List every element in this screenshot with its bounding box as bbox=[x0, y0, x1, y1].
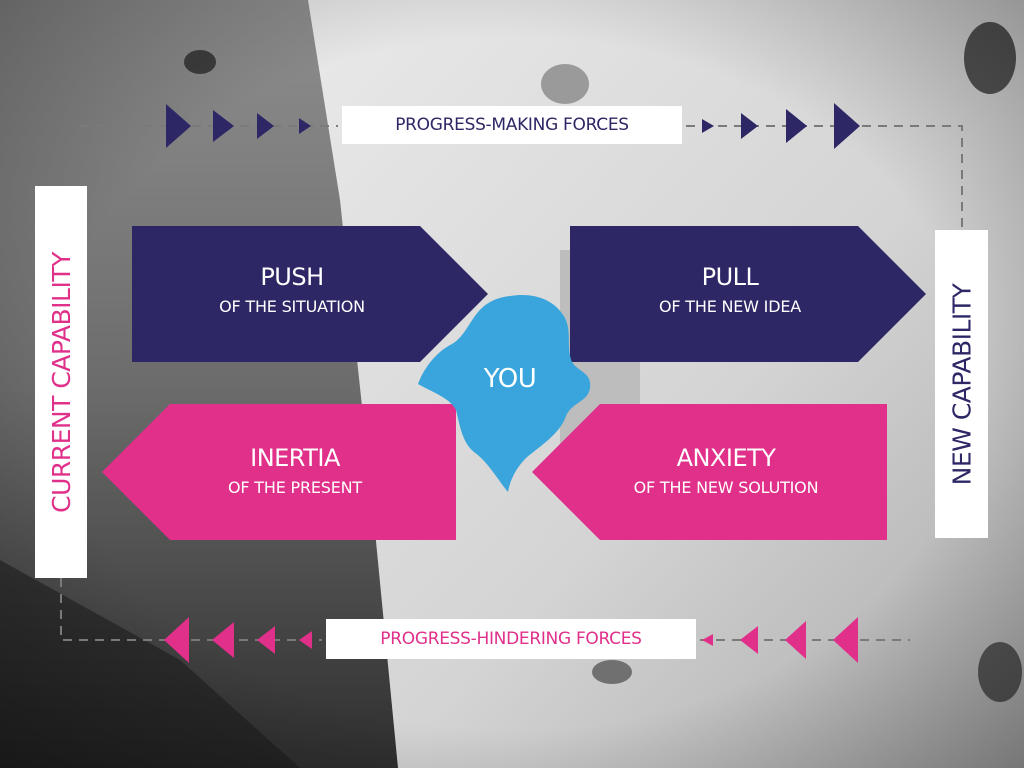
new-capability-box: NEW CAPABILITY bbox=[935, 230, 988, 538]
progress-hindering-forces-label: PROGRESS-HINDERING FORCES bbox=[326, 619, 696, 659]
current-capability-label: CURRENT CAPABILITY bbox=[46, 251, 76, 513]
progress-making-forces-label: PROGRESS-MAKING FORCES bbox=[342, 106, 682, 144]
progress-arrowhead-icon bbox=[213, 110, 234, 142]
progress-arrowhead-icon bbox=[702, 119, 714, 133]
hindering-arrowhead-icon bbox=[740, 626, 758, 654]
anxiety-arrow bbox=[532, 404, 887, 540]
pull-arrow bbox=[570, 226, 926, 362]
progress-arrowhead-icon bbox=[741, 113, 758, 139]
progress-arrowhead-icon bbox=[786, 109, 807, 143]
hindering-arrowhead-icon bbox=[257, 626, 275, 654]
hindering-arrowhead-icon bbox=[164, 617, 189, 663]
pull-subtitle: OF THE NEW IDEA bbox=[659, 297, 801, 316]
pull-title: PULL bbox=[701, 263, 759, 291]
progress-arrowhead-icon bbox=[299, 118, 311, 134]
anxiety-force: ANXIETY OF THE NEW SOLUTION bbox=[580, 443, 872, 499]
inertia-title: INERTIA bbox=[250, 444, 340, 472]
push-title: PUSH bbox=[260, 263, 324, 291]
anxiety-subtitle: OF THE NEW SOLUTION bbox=[633, 478, 819, 497]
current-capability-box: CURRENT CAPABILITY bbox=[35, 186, 87, 578]
push-arrow bbox=[132, 226, 488, 362]
left-dashed-line bbox=[60, 578, 322, 641]
progress-arrowhead-icon bbox=[834, 103, 860, 149]
inertia-subtitle: OF THE PRESENT bbox=[228, 478, 362, 497]
you-label: YOU bbox=[483, 364, 537, 394]
hindering-arrowhead-icon bbox=[212, 622, 234, 658]
inertia-force: INERTIA OF THE PRESENT bbox=[164, 443, 426, 499]
progress-arrowhead-icon bbox=[257, 113, 274, 139]
inertia-arrow bbox=[102, 404, 456, 540]
hindering-arrowhead-icon bbox=[702, 634, 713, 646]
push-force: PUSH OF THE SITUATION bbox=[162, 262, 422, 318]
new-capability-label: NEW CAPABILITY bbox=[947, 283, 977, 485]
hindering-arrowhead-icon bbox=[833, 617, 858, 663]
hindering-arrowhead-icon bbox=[299, 631, 312, 649]
top-dashed-line bbox=[80, 125, 963, 230]
progress-arrowhead-icon bbox=[166, 104, 191, 148]
pull-force: PULL OF THE NEW IDEA bbox=[600, 262, 860, 318]
anxiety-title: ANXIETY bbox=[676, 444, 776, 472]
you-blob bbox=[418, 294, 591, 492]
push-subtitle: OF THE SITUATION bbox=[219, 297, 365, 316]
hindering-arrowhead-icon bbox=[785, 621, 806, 659]
